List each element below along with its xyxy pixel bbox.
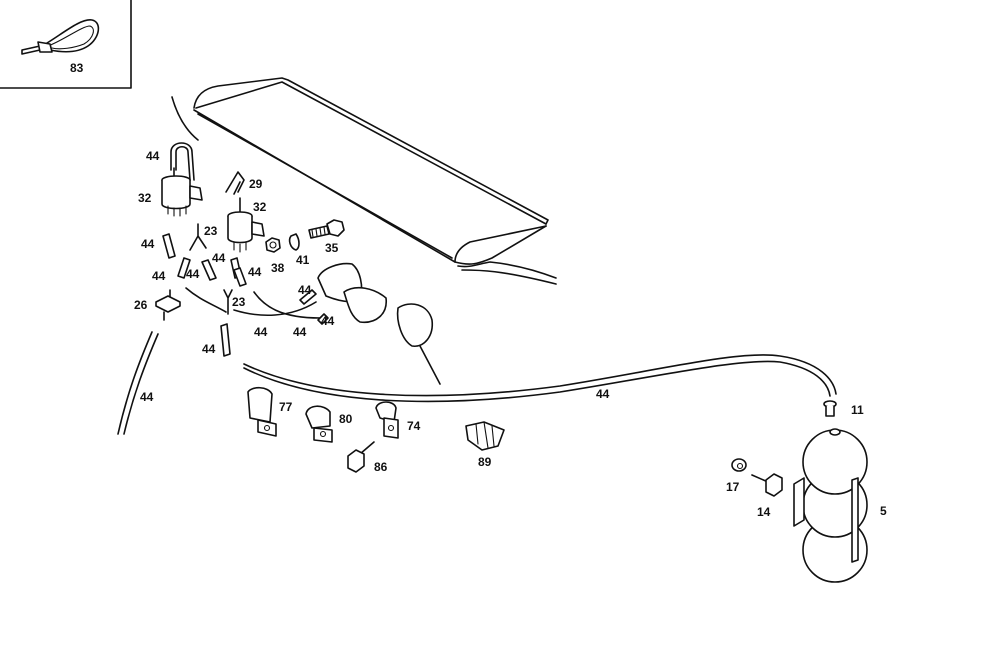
part-label-44[interactable]: 44	[152, 269, 166, 283]
part-label-44[interactable]: 44	[140, 390, 154, 404]
trunk-lid-panel	[171, 77, 557, 285]
hose-44-main	[243, 354, 837, 403]
part-label-35[interactable]: 35	[325, 241, 339, 255]
part-label-41[interactable]: 41	[296, 253, 310, 267]
washer-17	[731, 458, 747, 472]
part-label-80[interactable]: 80	[339, 412, 353, 426]
part-label-44[interactable]: 44	[596, 387, 610, 401]
clip-74	[375, 401, 399, 439]
hex-screw-14	[751, 473, 783, 497]
hex-bolt-35	[308, 219, 345, 239]
part-label-44[interactable]: 44	[248, 265, 262, 279]
part-label-23[interactable]: 23	[232, 295, 246, 309]
part-label-5[interactable]: 5	[880, 504, 887, 518]
part-label-23[interactable]: 23	[204, 224, 218, 238]
part-label-86[interactable]: 86	[374, 460, 388, 474]
switchover-valve-left	[161, 142, 203, 217]
hex-nut-38	[265, 237, 281, 253]
part-label-44[interactable]: 44	[321, 314, 335, 328]
part-label-14[interactable]: 14	[757, 505, 771, 519]
part-label-83[interactable]: 83	[70, 61, 84, 75]
part-label-26[interactable]: 26	[134, 298, 148, 312]
part-label-32[interactable]: 32	[253, 200, 267, 214]
part-label-32[interactable]: 32	[138, 191, 152, 205]
cable-tie-icon	[21, 19, 100, 55]
part-label-44[interactable]: 44	[298, 283, 312, 297]
part-label-44[interactable]: 44	[146, 149, 160, 163]
part-label-89[interactable]: 89	[478, 455, 492, 469]
part-label-11[interactable]: 11	[851, 403, 864, 417]
part-label-77[interactable]: 77	[279, 400, 293, 414]
angle-connector-29	[225, 171, 245, 195]
vacuum-reservoir-5	[793, 428, 868, 583]
part-labels: 83 44 32 29 32 23 44 44 44 44 44 38 41 3…	[70, 61, 887, 519]
part-label-44[interactable]: 44	[212, 251, 226, 265]
part-label-44[interactable]: 44	[202, 342, 216, 356]
clip-80	[305, 405, 333, 443]
switchover-valve-right	[227, 197, 265, 253]
part-label-17[interactable]: 17	[726, 480, 740, 494]
clip-77	[247, 386, 277, 437]
part-label-29[interactable]: 29	[249, 177, 263, 191]
check-valve-26	[155, 289, 181, 321]
part-label-38[interactable]: 38	[271, 261, 285, 275]
hose-44-left	[117, 331, 159, 435]
tapping-screw-86	[347, 441, 375, 473]
part-label-74[interactable]: 74	[407, 419, 421, 433]
part-label-44[interactable]: 44	[186, 267, 200, 281]
actuator-assembly	[317, 262, 441, 385]
part-label-44[interactable]: 44	[141, 237, 155, 251]
part-label-44[interactable]: 44	[254, 325, 268, 339]
part-label-44[interactable]: 44	[293, 325, 307, 339]
hose-pieces	[162, 223, 329, 357]
grommet-11	[823, 400, 837, 417]
connector-block-89	[465, 421, 505, 451]
inset-box	[0, 0, 132, 89]
spring-washer-41	[288, 233, 300, 251]
